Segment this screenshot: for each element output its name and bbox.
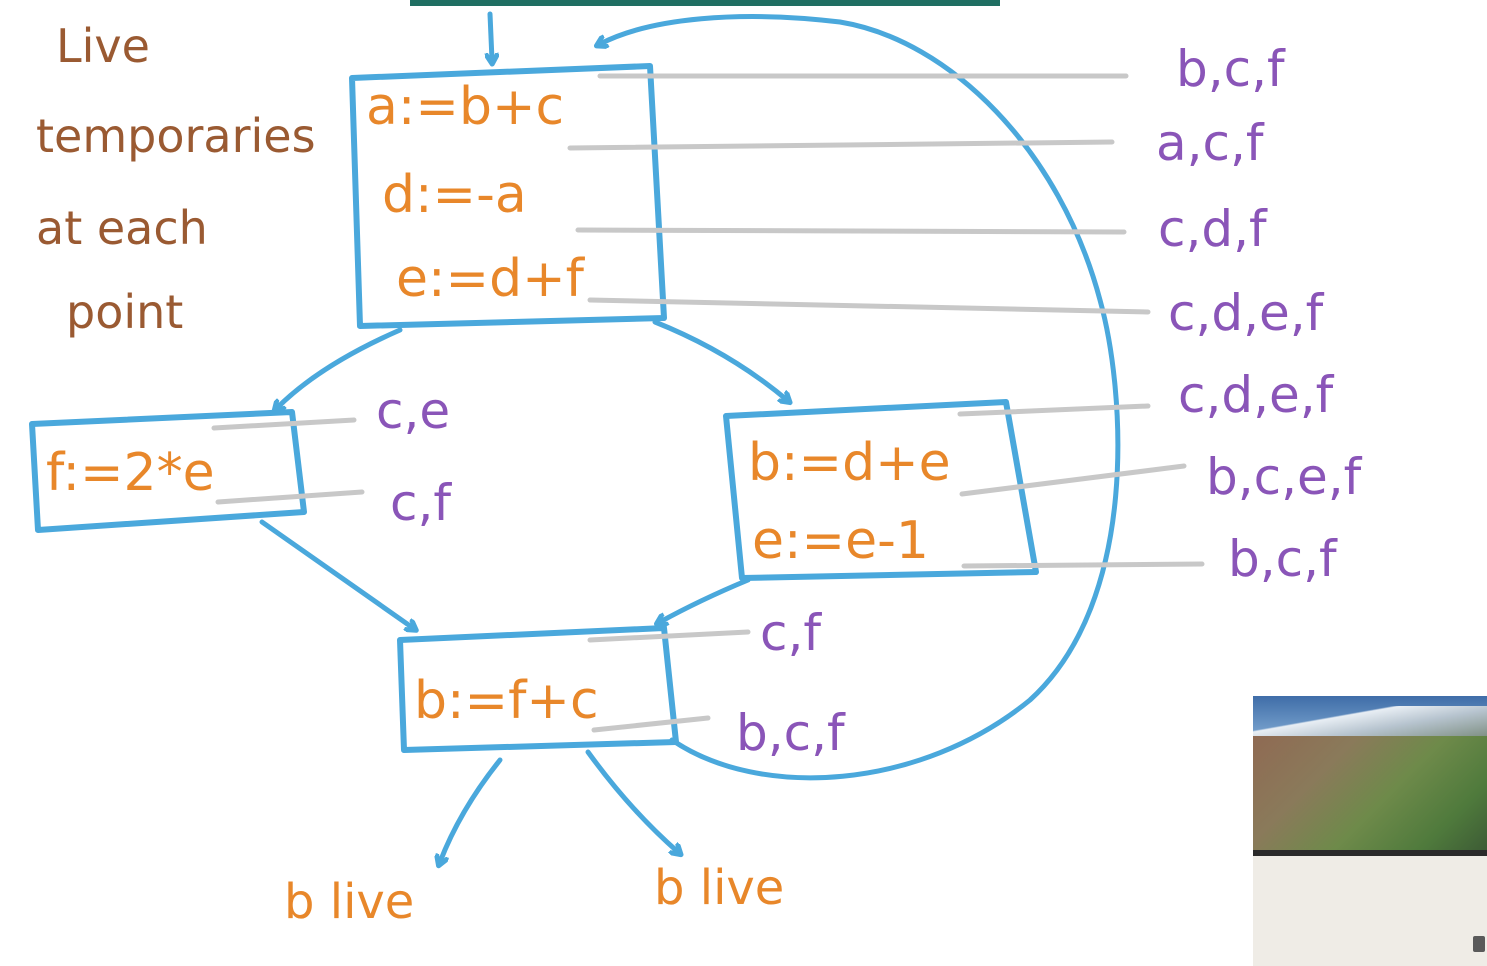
block-right-border: [723, 399, 1039, 581]
live-sets-left: c,e c,f: [376, 382, 452, 532]
leader-top-2: [567, 139, 1115, 151]
title-line-3: at each: [36, 201, 208, 255]
exit-label-right: b live: [654, 860, 784, 916]
live-set-top-2: a,c,f: [1156, 114, 1265, 172]
title-line-4: point: [66, 285, 183, 339]
entry-edge: [490, 11, 492, 60]
leader-top-3: [575, 227, 1127, 235]
block-bottom: b:=f+c: [397, 625, 679, 753]
stmt-b-assign-bottom: b:=f+c: [414, 671, 599, 731]
leader-bottom-2: [591, 715, 711, 733]
exit-labels: b live b live: [284, 860, 784, 930]
title-line-1: Live: [56, 19, 150, 73]
edge-left-to-bottom: [259, 519, 413, 628]
exit-label-left: b live: [284, 874, 414, 930]
live-set-bottom-1: c,f: [760, 604, 822, 662]
stmt-d-assign: d:=-a: [382, 165, 527, 225]
leader-right-3: [961, 561, 1205, 569]
edge-top-to-left: [277, 327, 403, 408]
block-left: f:=2*e: [29, 409, 307, 533]
stmt-f-assign: f:=2*e: [46, 443, 215, 503]
leader-bottom-1: [587, 629, 751, 643]
stmt-e-decrement: e:=e-1: [752, 511, 929, 571]
webcam-overlay: [1253, 696, 1487, 966]
block-left-border: [29, 409, 307, 533]
leader-right-1: [957, 403, 1151, 417]
leader-left-1: [211, 417, 357, 431]
live-sets-right: c,d,e,f b,c,e,f b,c,f: [1178, 366, 1363, 588]
live-sets-bottom: c,f b,c,f: [736, 604, 846, 762]
loop-back-edge: [600, 14, 1121, 781]
stmt-b-assign-right: b:=d+e: [748, 433, 951, 493]
leader-left-2: [215, 489, 365, 505]
live-set-left-2: c,f: [390, 474, 452, 532]
webcam-socket: [1473, 936, 1485, 952]
title-line-2: temporaries: [36, 109, 316, 163]
live-sets-top: b,c,f a,c,f c,d,f c,d,e,f: [1156, 40, 1325, 342]
live-set-right-2: b,c,e,f: [1206, 448, 1363, 506]
block-top: a:=b+c d:=-a e:=d+f: [349, 63, 667, 329]
control-flow-edges: [259, 11, 1121, 862]
title-group: Live temporaries at each point: [36, 19, 316, 339]
live-set-top-3: c,d,f: [1158, 200, 1268, 258]
leader-right-2: [959, 463, 1187, 497]
exit-edge-left: [440, 757, 503, 862]
leader-top-4: [587, 297, 1151, 315]
block-bottom-border: [397, 625, 679, 753]
edge-right-to-bottom: [660, 577, 751, 622]
leader-lines: [211, 73, 1205, 733]
webcam-valley: [1253, 736, 1487, 854]
cropped-heading-stroke: [410, 0, 1000, 6]
live-set-right-3: b,c,f: [1228, 530, 1338, 588]
live-set-top-1: b,c,f: [1176, 40, 1286, 98]
exit-edge-right: [585, 749, 678, 852]
live-set-top-4: c,d,e,f: [1168, 284, 1325, 342]
webcam-wall: [1253, 856, 1487, 966]
webcam-picture-frame: [1253, 850, 1487, 856]
block-right: b:=d+e e:=e-1: [723, 399, 1039, 581]
stmt-a-assign: a:=b+c: [366, 77, 564, 137]
live-set-right-1: c,d,e,f: [1178, 366, 1335, 424]
stmt-e-assign: e:=d+f: [396, 249, 586, 309]
live-set-left-1: c,e: [376, 382, 450, 440]
live-set-bottom-2: b,c,f: [736, 704, 846, 762]
block-top-border: [349, 63, 667, 329]
edge-top-to-right: [652, 319, 787, 400]
